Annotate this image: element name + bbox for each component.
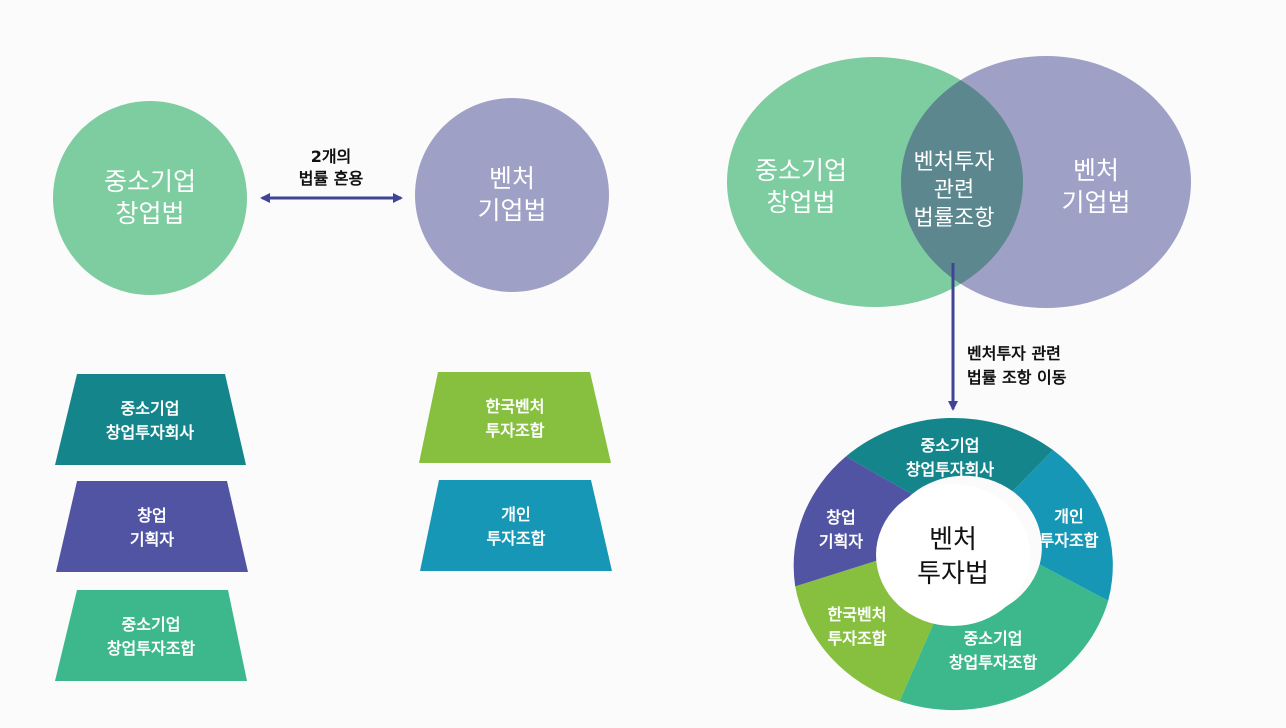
trapezoid-sme-vc-fund: 중소기업 창업투자조합 — [55, 590, 247, 681]
move-label-line1: 벤처투자 관련 — [967, 344, 1061, 363]
trapezoid-line2: 투자조합 — [487, 529, 546, 548]
trapezoid-line1: 중소기업 — [121, 399, 180, 418]
venn-overlap-line3: 법률조항 — [914, 206, 995, 231]
trapezoid-shape — [420, 480, 612, 571]
venture-investment-law-donut: 벤처 투자법 중소기업 창업투자회사 개인 투자조합 중소기업 창업투자조합 한… — [793, 417, 1113, 711]
sme-circle-line1: 중소기업 — [104, 167, 196, 196]
trapezoid-shape — [419, 372, 611, 463]
donut-label-line1: 한국벤처 — [828, 605, 887, 624]
donut-label-line2: 창업투자회사 — [906, 460, 995, 479]
donut-label-line2: 투자조합 — [828, 629, 887, 648]
trapezoid-startup-planner: 창업 기획자 — [56, 481, 248, 572]
donut-center-hole — [876, 484, 1030, 626]
venn-left-line1: 중소기업 — [755, 156, 847, 185]
donut-label-line1: 개인 — [1054, 507, 1083, 526]
venn-diagram: 중소기업 창업법 벤처 기업법 벤처투자 관련 법률조항 — [727, 56, 1191, 308]
trapezoid-line2: 창업투자회사 — [106, 423, 195, 442]
donut-label-line1: 중소기업 — [921, 436, 980, 455]
trapezoid-line2: 투자조합 — [486, 421, 545, 440]
donut-segment-sme-vc-company — [846, 417, 1053, 495]
donut-center-line1: 벤처 — [929, 525, 977, 555]
venn-overlap-line1: 벤처투자 — [914, 150, 995, 175]
venn-overlap-line2: 관련 — [934, 178, 974, 203]
trapezoid-shape — [56, 481, 248, 572]
donut-label-line1: 창업 — [826, 508, 855, 527]
venture-circle-shape — [415, 98, 609, 292]
trapezoid-line1: 한국벤처 — [486, 397, 545, 416]
sme-circle-line2: 창업법 — [115, 199, 184, 228]
venn-right-line2: 기업법 — [1061, 188, 1130, 217]
mixed-law-label-line2: 법률 혼용 — [299, 169, 364, 188]
donut-label-line2: 투자조합 — [1040, 531, 1099, 550]
donut-segment-sme-vc-fund — [899, 564, 1109, 711]
venn-overlap-region — [901, 57, 1023, 307]
venture-circle-line2: 기업법 — [477, 196, 546, 225]
mixed-law-label-line1: 2개의 — [311, 147, 352, 166]
trapezoid-individual-fund: 개인 투자조합 — [420, 480, 612, 571]
venn-left-line2: 창업법 — [766, 188, 835, 217]
trapezoid-sme-vc-company: 중소기업 창업투자회사 — [55, 374, 246, 465]
donut-label-line1: 중소기업 — [964, 629, 1023, 648]
donut-center-line2: 투자법 — [917, 559, 989, 589]
trapezoid-line1: 중소기업 — [122, 615, 181, 634]
trapezoid-shape — [55, 374, 246, 465]
trapezoid-line1: 개인 — [501, 505, 530, 524]
move-label-line2: 법률 조항 이동 — [967, 368, 1067, 387]
trapezoid-shape — [55, 590, 247, 681]
trapezoid-korea-venture-fund: 한국벤처 투자조합 — [419, 372, 611, 463]
venture-law-circle: 벤처 기업법 — [415, 98, 609, 292]
trapezoid-line2: 기획자 — [130, 530, 174, 549]
trapezoid-line2: 창업투자조합 — [107, 639, 196, 658]
sme-circle-shape — [53, 101, 247, 295]
trapezoid-line1: 창업 — [137, 506, 166, 525]
venn-right-line1: 벤처 — [1073, 156, 1119, 185]
venture-circle-line1: 벤처 — [489, 164, 535, 193]
sme-startup-law-circle: 중소기업 창업법 — [53, 101, 247, 295]
donut-label-line2: 창업투자조합 — [949, 653, 1038, 672]
donut-segment-individual-fund — [1012, 450, 1113, 601]
donut-label-line2: 기획자 — [819, 532, 863, 551]
